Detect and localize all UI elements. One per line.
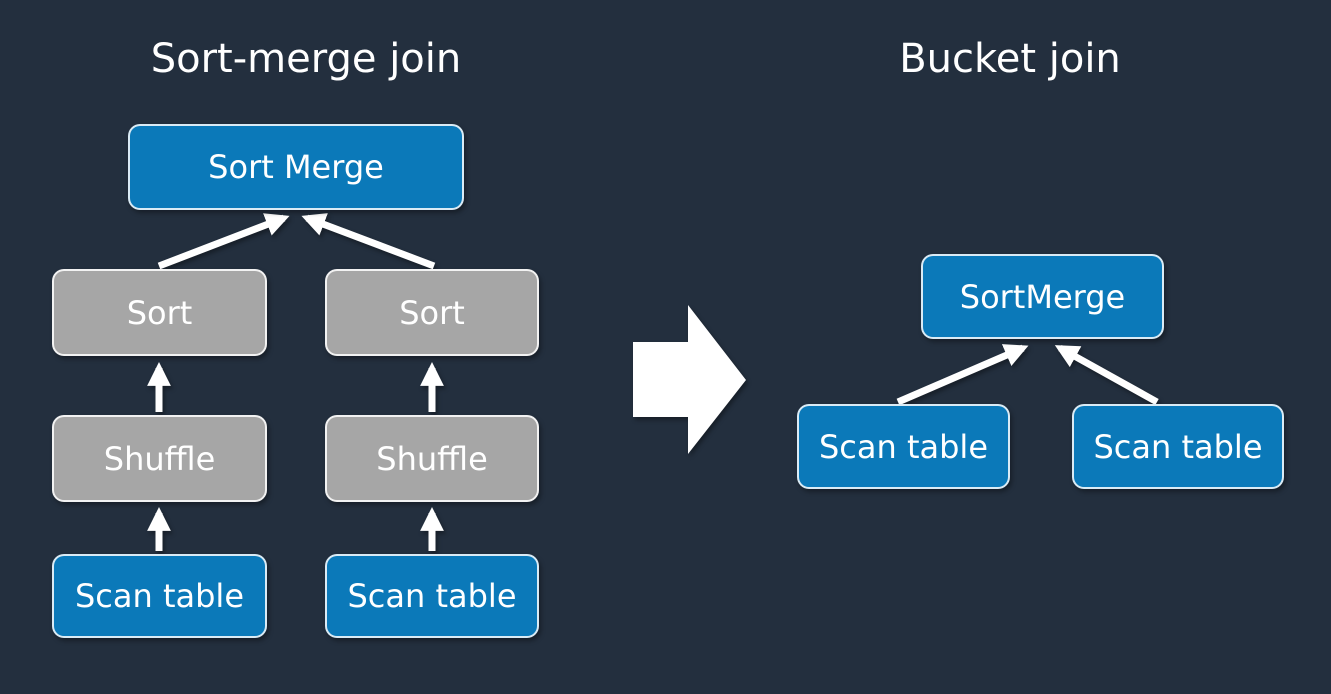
node-scan-table-right: Scan table — [325, 554, 539, 638]
arrow-sort-right-to-sortmerge — [301, 213, 436, 270]
left-diagram-title: Sort-merge join — [150, 36, 462, 82]
node-shuffle-left: Shuffle — [52, 415, 267, 502]
node-sort-merge: Sort Merge — [128, 124, 464, 210]
node-scan-table-bucket-right: Scan table — [1072, 404, 1284, 489]
node-sort-left: Sort — [52, 269, 267, 356]
node-shuffle-right: Shuffle — [325, 415, 539, 502]
arrow-sort-left-to-sortmerge — [157, 213, 290, 270]
right-diagram-title: Bucket join — [899, 36, 1121, 82]
arrow-scan-right-to-sortmerge-right — [1054, 344, 1159, 406]
arrow-scan-left-to-sortmerge-right — [896, 344, 1029, 406]
transform-arrow-icon — [633, 305, 746, 454]
node-sortmerge-bucket: SortMerge — [921, 254, 1164, 339]
node-scan-table-left: Scan table — [52, 554, 267, 638]
node-sort-right: Sort — [325, 269, 539, 356]
node-scan-table-bucket-left: Scan table — [797, 404, 1010, 489]
